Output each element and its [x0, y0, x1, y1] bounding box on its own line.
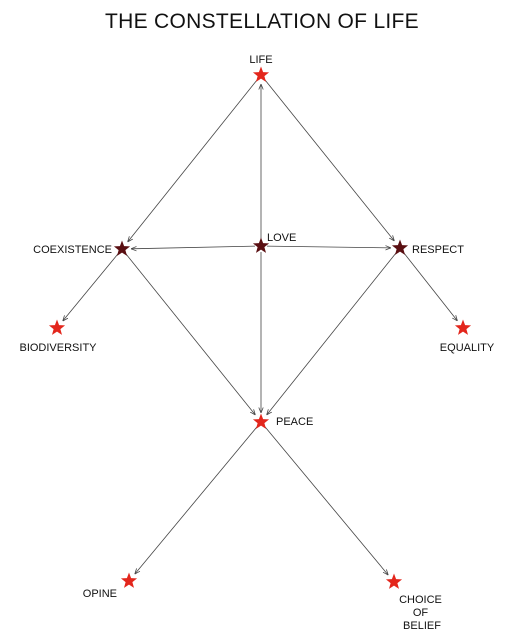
diagram-title: THE CONSTELLATION OF LIFE	[105, 10, 419, 33]
edge-peace-choice	[264, 426, 388, 575]
edge-life-coexistence	[128, 79, 258, 242]
edge-respect-peace	[267, 252, 397, 415]
label-choice-line-2: OF	[413, 607, 429, 619]
star-icon-biodiversity	[48, 319, 66, 335]
label-peace: PEACE	[276, 416, 313, 428]
label-choice-line-1: CHOICE	[399, 594, 442, 606]
label-love: LOVE	[267, 232, 296, 244]
star-icon-respect	[391, 239, 409, 255]
label-coexistence: COEXISTENCE	[33, 244, 112, 256]
edge-love-respect	[266, 246, 391, 248]
star-layer	[48, 66, 472, 589]
label-biodiversity: BIODIVERSITY	[19, 342, 97, 354]
star-icon-choice	[385, 573, 403, 589]
edge-love-coexistence	[131, 245, 256, 249]
label-choice-line-3: BELIEF	[403, 620, 441, 632]
label-layer: LIFE LOVE COEXISTENCE RESPECT BIODIVERSI…	[19, 54, 494, 632]
star-icon-life	[252, 66, 270, 82]
edge-life-respect	[264, 79, 395, 241]
label-equality: EQUALITY	[440, 342, 495, 354]
star-icon-opine	[120, 572, 138, 588]
edge-coexistence-biodiversity	[63, 253, 119, 321]
label-respect: RESPECT	[412, 244, 464, 256]
label-life: LIFE	[249, 54, 272, 66]
edge-peace-opine	[135, 426, 258, 574]
edge-respect-equality	[403, 252, 458, 321]
edge-coexistence-peace	[125, 253, 256, 415]
label-choice: CHOICE OF BELIEF	[399, 594, 445, 632]
star-icon-love	[252, 237, 270, 253]
edge-layer	[63, 79, 458, 575]
label-opine: OPINE	[83, 588, 117, 600]
star-icon-equality	[454, 319, 472, 335]
star-icon-coexistence	[113, 240, 131, 256]
star-icon-peace	[252, 413, 270, 429]
